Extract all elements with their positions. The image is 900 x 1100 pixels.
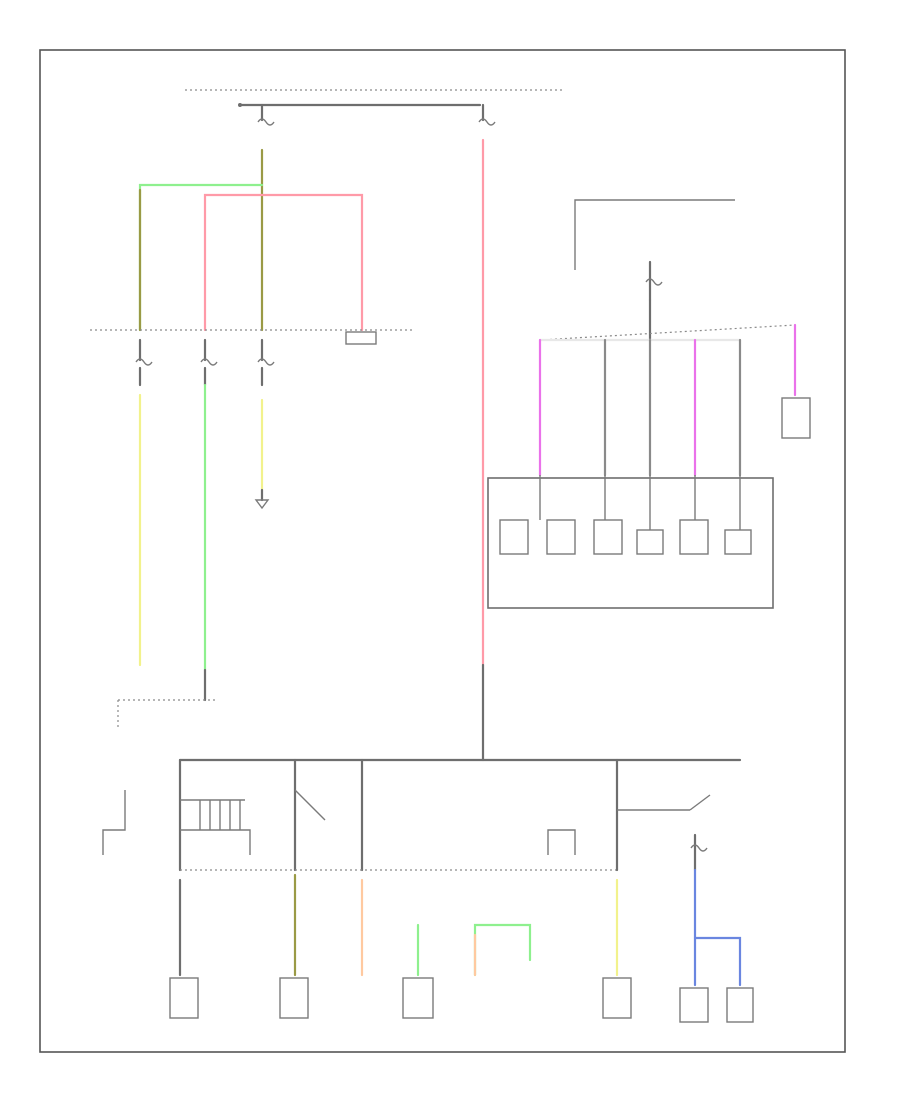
switch-symbol-icon	[102, 790, 126, 855]
switch-symbol-icon	[294, 789, 326, 821]
bottom-bus-section	[102, 758, 754, 1023]
blue-wire-branch	[693, 936, 742, 987]
relay-icon	[593, 519, 623, 555]
lamp-component-icon	[726, 987, 754, 1023]
switch-return	[180, 829, 251, 855]
junction-dashed-line	[539, 324, 796, 341]
green-branch-loop	[473, 923, 532, 977]
fuse-symbol-icon	[645, 278, 663, 286]
relay-icon	[724, 529, 752, 555]
top-fuse-block	[185, 89, 565, 126]
right-junction-section	[487, 199, 811, 609]
left-fuse-cluster	[90, 148, 415, 730]
lamp-component-icon	[679, 987, 709, 1023]
fuse-symbol-icon	[690, 844, 708, 852]
switch-symbol-icon	[547, 829, 576, 855]
relay-icon	[499, 519, 529, 555]
ground-symbol-icon	[254, 499, 270, 510]
fuse-symbol-icon	[478, 118, 496, 126]
fuse-symbol-icon	[257, 358, 275, 366]
splice-dot	[238, 103, 242, 107]
switch-symbol-icon	[689, 794, 711, 811]
relay-icon	[679, 519, 709, 555]
relay-icon	[636, 529, 664, 555]
green-wire-top	[138, 183, 264, 332]
switch-component-icon	[169, 977, 199, 1019]
relay-icon	[546, 519, 576, 555]
fuse-symbol-icon	[200, 358, 218, 366]
switch-component-icon	[402, 977, 434, 1019]
switch-component-icon	[279, 977, 309, 1019]
relay-icon	[345, 331, 377, 345]
fuse-symbol-icon	[135, 358, 153, 366]
transmission-module-icon	[781, 397, 811, 439]
diagram-frame	[39, 49, 846, 1053]
fuse-symbol-icon	[257, 118, 275, 126]
switch-component-icon	[602, 977, 632, 1019]
fuse-dashed-bracket	[574, 199, 735, 270]
relay-center-box	[487, 477, 774, 609]
red-wire-loop	[203, 193, 364, 332]
